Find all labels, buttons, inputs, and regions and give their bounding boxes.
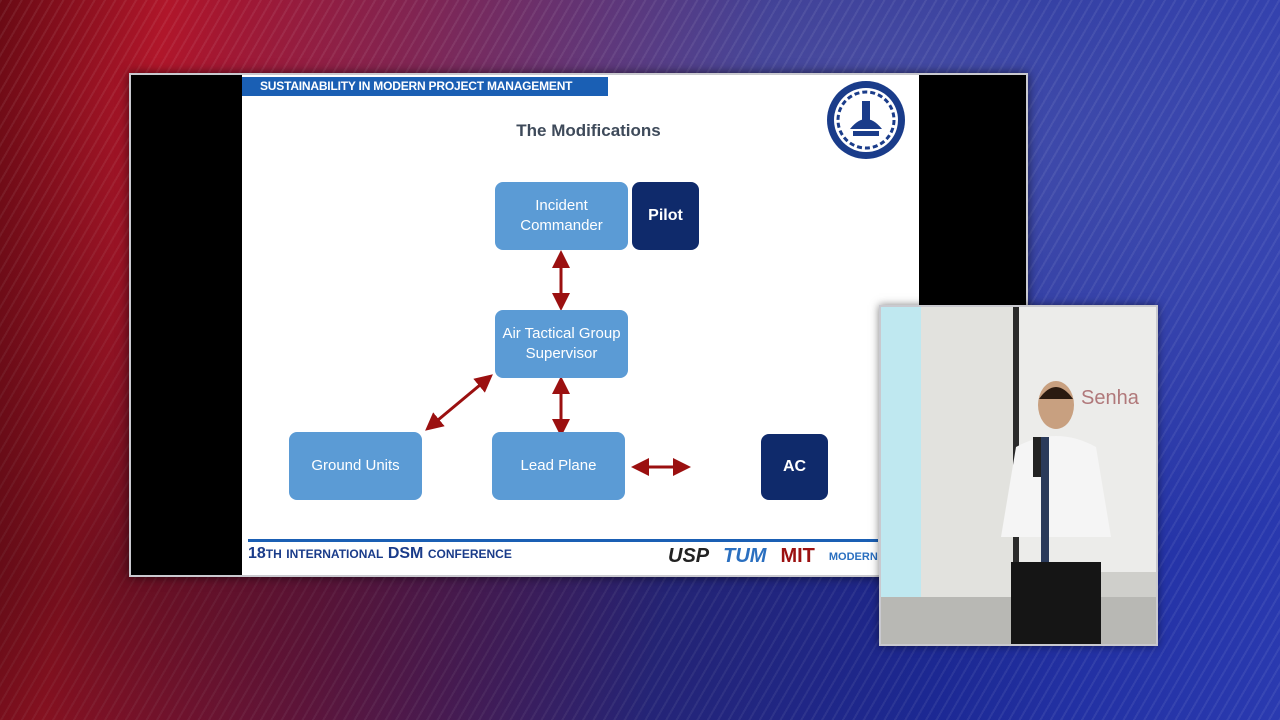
sponsor-mit-logo: MIT (780, 545, 815, 567)
diagram-arrows (425, 250, 691, 476)
box-ground-units: Ground Units (289, 432, 422, 500)
footer-dsm: DSM (387, 545, 424, 562)
whiteboard-text: Senha (1081, 387, 1139, 409)
box-lead-plane: Lead Plane (492, 432, 625, 500)
sponsor-tum-logo: TUM (723, 545, 767, 567)
box-ac: AC (761, 434, 828, 500)
box-incident-commander: Incident Commander (495, 182, 628, 250)
slide-title: The Modifications (516, 121, 661, 140)
slide-banner: SUSTAINABILITY IN MODERN PROJECT MANAGEM… (242, 77, 608, 96)
footer-conference-title: 18TH INTERNATIONAL DSM CONFERENCE (248, 545, 512, 563)
sponsor-journal-logo: MODERN (828, 550, 878, 563)
arrow-air-tactical-to-ground-units (425, 374, 493, 431)
footer-international: INTERNATIONAL (286, 547, 384, 561)
footer-ordinal: TH (265, 547, 282, 561)
university-seal-icon (827, 81, 905, 159)
sponsor-usp-logo: USP (668, 545, 710, 567)
box-pilot: Pilot (632, 182, 699, 250)
speaker-video-feed: Senha (879, 305, 1158, 646)
footer-divider (248, 539, 878, 542)
box-air-tactical-group-supervisor: Air Tactical Group Supervisor (495, 310, 628, 378)
speaker-video-frame (881, 307, 1156, 644)
presentation-slide: SUSTAINABILITY IN MODERN PROJECT MANAGEM… (242, 75, 919, 575)
footer-conference: CONFERENCE (427, 547, 512, 561)
footer-number: 18 (248, 545, 266, 562)
sponsor-logos: USP TUM MIT MODERN (668, 545, 878, 568)
